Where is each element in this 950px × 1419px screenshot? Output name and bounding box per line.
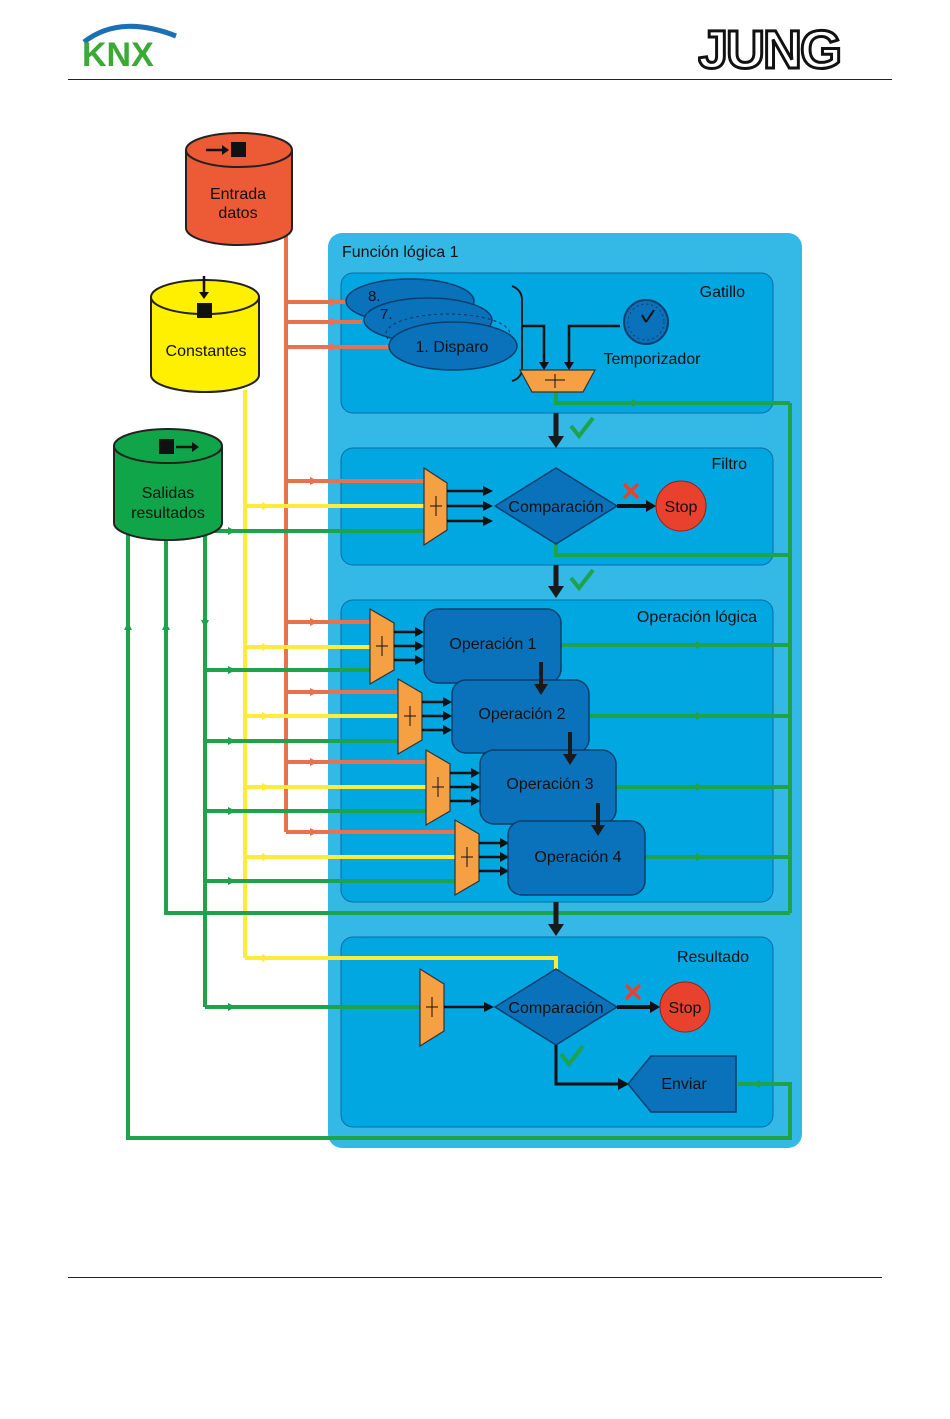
result-title: Resultado [677, 949, 749, 966]
operation-2-label: Operación 2 [478, 706, 565, 723]
trigger-item-1: 1. Disparo [416, 339, 489, 356]
outputs-label-2: resultados [131, 505, 205, 522]
logic-title: Operación lógica [637, 609, 757, 626]
filter-stop-label: Stop [665, 499, 698, 516]
function-title: Función lógica 1 [342, 244, 459, 261]
trigger-mux [520, 370, 595, 392]
input-data-label-2: datos [218, 205, 257, 222]
constants-store: Constantes [151, 276, 259, 392]
input-data-label-1: Entrada [210, 186, 266, 203]
filter-compare-label: Comparación [508, 499, 603, 516]
trigger-item-8: 8. [368, 288, 381, 305]
timer-label: Temporizador [604, 351, 702, 368]
filter-title: Filtro [711, 456, 747, 473]
result-compare-label: Comparación [508, 1000, 603, 1017]
constants-label: Constantes [166, 343, 247, 360]
result-stop-label: Stop [669, 1000, 702, 1017]
outputs-store: Salidas resultados [114, 429, 222, 540]
outputs-label-1: Salidas [142, 485, 194, 502]
operation-3-label: Operación 3 [506, 776, 593, 793]
send-label: Enviar [661, 1076, 707, 1093]
operation-1-label: Operación 1 [449, 636, 536, 653]
trigger-title: Gatillo [700, 284, 745, 301]
trigger-item-7: 7. [380, 306, 393, 323]
input-data-store: Entrada datos [186, 133, 292, 245]
operation-4-label: Operación 4 [534, 849, 621, 866]
timer-clock-icon [624, 300, 668, 344]
